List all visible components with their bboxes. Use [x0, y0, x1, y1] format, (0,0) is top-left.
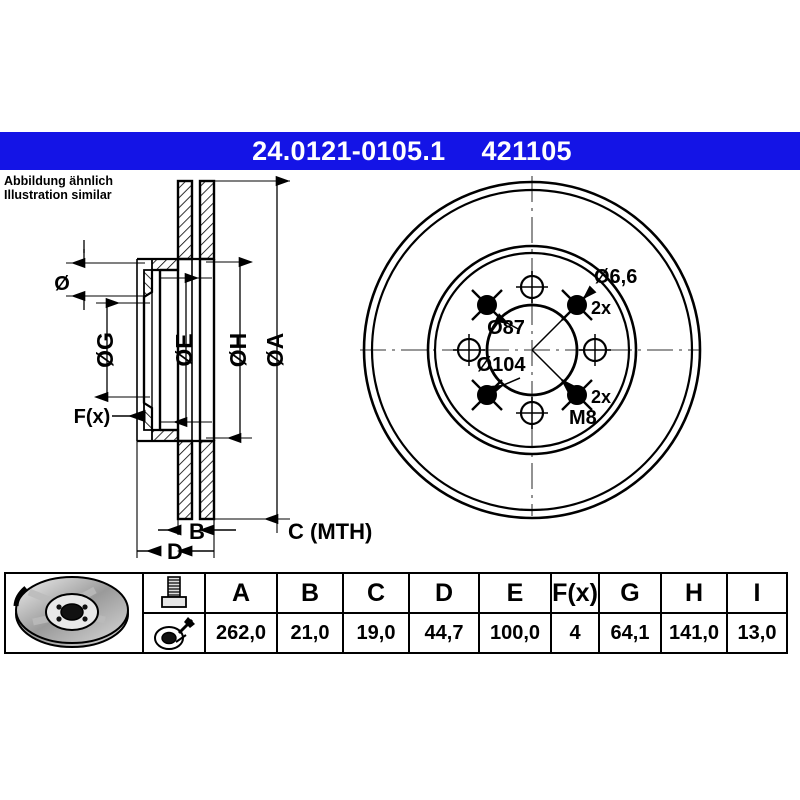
part-number-banner: 24.0121-0105.1 421105: [0, 132, 800, 170]
column-header-fx: F(x): [550, 572, 600, 614]
dimension-thickness-b: [158, 519, 236, 536]
auxiliary-holes: [471, 289, 593, 411]
friction-ring-upper-outer: [176, 179, 194, 261]
disc-hat-upper: [137, 257, 180, 350]
column-header-b: B: [276, 572, 344, 614]
value-e: 100,0: [478, 612, 552, 654]
note-german: Abbildung ähnlich: [4, 174, 114, 188]
dimension-diameter-e: [160, 272, 212, 428]
table-value-row: 262,0 21,0 19,0 44,7 100,0 4 64,1 141,0 …: [5, 612, 788, 654]
column-header-i: I: [726, 572, 788, 614]
disc-hat-lower: [137, 350, 180, 443]
wheel-bolt-holes: [453, 271, 611, 429]
hole-small-sw: [471, 379, 503, 411]
centre-bore-circle: [485, 303, 579, 397]
brake-disc-icon: [6, 574, 142, 652]
cross-section-view: [136, 179, 216, 521]
label-diameter-e: ØE: [171, 333, 197, 366]
specification-table: A B C D E F(x) G H I: [4, 572, 788, 654]
bolt-hole: [579, 334, 611, 366]
label-diameter-a: ØA: [262, 333, 288, 368]
label-hole-small: Ø6,6: [594, 266, 637, 288]
leader-centre-bore: [494, 313, 521, 331]
leader-thread: [531, 349, 575, 393]
diameter-leaders: [488, 285, 597, 396]
column-header-g: G: [598, 572, 662, 614]
label-bolt-circle: Ø104: [477, 354, 527, 376]
note-english: Illustration similar: [4, 188, 112, 202]
value-c: 19,0: [342, 612, 410, 654]
dimension-diameter-g: [94, 297, 150, 403]
value-h: 141,0: [660, 612, 728, 654]
bolt-hole: [516, 271, 548, 303]
value-g: 64,1: [598, 612, 662, 654]
hat-outer-circle: [426, 244, 638, 456]
dimension-diameter-h: [206, 256, 253, 444]
label-diameter-h: ØH: [225, 333, 251, 368]
table-header-row: A B C D E F(x) G H I: [4, 572, 788, 654]
label-depth-d: D: [167, 539, 183, 564]
value-a: 262,0: [204, 612, 278, 654]
dimension-depth-d: [136, 441, 215, 558]
bolt-hole: [516, 397, 548, 429]
friction-ring-lower-inner: [198, 439, 216, 521]
thread-hole-se: [561, 379, 593, 411]
friction-ring-lower-outer: [176, 439, 194, 521]
label-min-thickness-c: C (MTH): [288, 519, 372, 544]
label-thread: M8: [569, 407, 597, 429]
thickness-gauge-icon-cell: [142, 612, 206, 654]
bolt-hole: [453, 334, 485, 366]
label-thickness-b: B: [189, 519, 205, 544]
hole-small-ne: [561, 289, 593, 321]
value-fx: 4: [550, 612, 600, 654]
label-force: F(x): [74, 406, 111, 428]
bolt-icon: [144, 574, 204, 612]
dimension-diameter-a: [212, 175, 290, 525]
label-diameter-g: ØG: [92, 332, 118, 368]
thickness-gauge-icon: [144, 614, 204, 652]
hat-inner-circle: [433, 251, 631, 449]
column-header-d: D: [408, 572, 480, 614]
value-b: 21,0: [276, 612, 344, 654]
value-i: 13,0: [726, 612, 788, 654]
bolt-icon-cell: [142, 572, 206, 614]
part-number: 24.0121-0105.1: [252, 135, 446, 166]
column-header-e: E: [478, 572, 552, 614]
label-thread-qty: 2x: [591, 387, 611, 407]
reference-number: 421105: [481, 135, 572, 166]
value-d: 44,7: [408, 612, 480, 654]
label-diameter-plain: Ø: [54, 273, 70, 295]
disc-inner-edge-circle: [370, 188, 694, 512]
column-header-c: C: [342, 572, 410, 614]
column-header-h: H: [660, 572, 728, 614]
friction-ring-upper-inner: [198, 179, 216, 261]
leader-bolt-circle: [531, 285, 597, 351]
thread-hole-nw: [471, 289, 503, 321]
disc-outer-edge-circle: [362, 180, 702, 520]
label-centre-bore: Ø87: [487, 317, 525, 339]
leader-hat: [488, 377, 521, 396]
dimension-diameter-plain: [66, 240, 145, 310]
brake-disc-icon-cell: [4, 572, 144, 654]
illustration-note: Abbildung ähnlich Illustration similar: [4, 174, 113, 202]
column-header-a: A: [204, 572, 278, 614]
centre-lines: [360, 176, 700, 516]
label-hole-small-qty: 2x: [591, 298, 611, 318]
face-view: Ø6,6 2x Ø87 Ø104 2x M8: [360, 176, 702, 520]
